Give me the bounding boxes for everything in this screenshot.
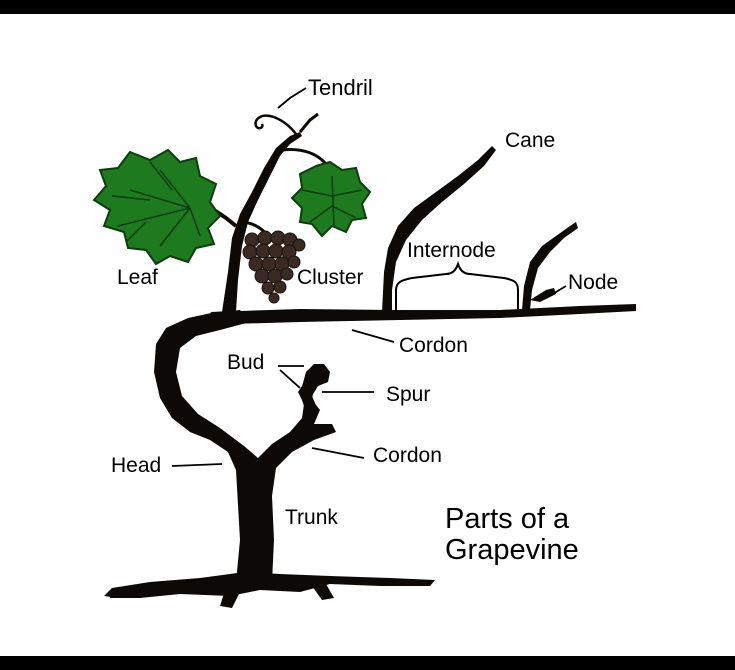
diagram-title-line2: Grapevine [445, 535, 579, 565]
grape-cluster [243, 231, 305, 303]
label-spur: Spur [386, 384, 430, 405]
label-internode: Internode [407, 240, 496, 261]
label-cordon-upper: Cordon [399, 335, 468, 356]
label-cordon-lower: Cordon [373, 445, 442, 466]
label-trunk: Trunk [285, 507, 338, 528]
label-leaf: Leaf [117, 267, 158, 288]
label-cluster: Cluster [297, 267, 364, 288]
leaf-small [292, 162, 370, 236]
label-bud: Bud [227, 352, 264, 373]
label-node: Node [568, 272, 618, 293]
tendril-leader [278, 88, 306, 108]
label-tendril: Tendril [308, 77, 373, 99]
leaf-large [94, 150, 220, 264]
label-head: Head [111, 455, 161, 476]
label-cane: Cane [505, 130, 555, 151]
cordon-arm [210, 304, 636, 324]
tendril-shape [256, 114, 318, 134]
internode-bracket [396, 264, 518, 312]
cordon-lower-leader [312, 448, 364, 458]
cane-shoot [382, 146, 496, 314]
head-leader [172, 464, 222, 466]
cordon-upper-leader [352, 330, 394, 342]
diagram-title-line1: Parts of a [445, 504, 569, 534]
bud-leader-b [280, 370, 300, 388]
spur-shape [300, 364, 330, 412]
